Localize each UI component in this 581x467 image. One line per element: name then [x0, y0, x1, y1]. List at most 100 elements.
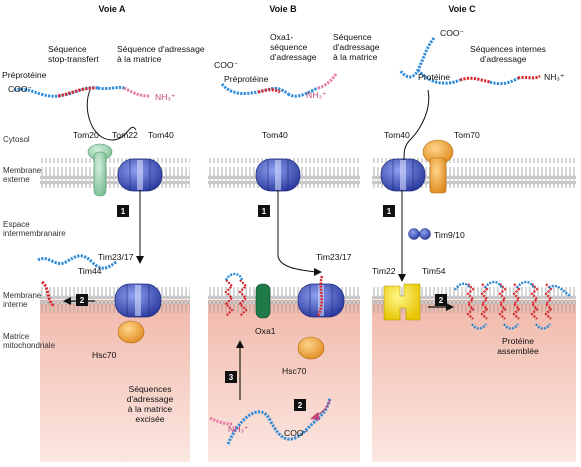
inner-membrane-label-1: Membrane	[3, 291, 42, 300]
intermembrane-label-2: intermembranaire	[3, 229, 66, 238]
step-badge-b-2	[294, 399, 306, 411]
excised-signal-b	[209, 416, 233, 426]
label-tim23-a: Tim23/17	[98, 252, 134, 262]
arrow-b-1	[277, 190, 317, 273]
matrix-label-2: mitochondriale	[3, 341, 56, 350]
translocation-line-c	[403, 89, 430, 161]
pathway-a: Préprotéine COO⁻ Séquence stop-transfert…	[2, 44, 205, 424]
label-matrix-targeting-b-3: à la matrice	[333, 52, 378, 62]
arrowhead-c-1	[398, 274, 406, 282]
chain-c-mid	[416, 68, 461, 85]
label-protein-c: Protéine	[418, 72, 450, 82]
matrix-zone-c	[372, 300, 576, 462]
matrix-zone-a	[40, 300, 190, 462]
label-coo-b-bottom: COO⁻	[284, 428, 308, 438]
internal-signal-c-2	[517, 74, 541, 80]
label-oxa1-seq-1: Oxa1-	[270, 32, 294, 42]
label-nh3-a: NH₃⁺	[155, 92, 175, 102]
step-badge-b-3	[225, 371, 237, 383]
label-coo-a: COO⁻	[8, 84, 32, 94]
label-preprotein-a: Préprotéine	[2, 70, 47, 80]
tim23-channel-b	[297, 283, 345, 318]
oxa1-signal-segment	[257, 88, 281, 94]
chain-mid-a	[97, 85, 125, 91]
tom20-receptor	[87, 143, 113, 197]
label-preprotein-b: Préprotéine	[224, 74, 269, 84]
matrix-signal-b	[317, 73, 338, 90]
label-tim22: Tim22	[372, 266, 396, 276]
label-nh3-c: NH₃⁺	[544, 72, 564, 82]
arrowhead-a-1	[136, 256, 144, 264]
label-assembled-1: Protéine	[502, 336, 534, 346]
oxa1-insertase	[255, 283, 271, 319]
label-tom20: Tom20	[73, 130, 99, 140]
compartment-labels: Cytosol Membrane externe Espace intermem…	[3, 135, 66, 350]
step-number-c-2: 2	[439, 296, 444, 305]
label-internal-seq-1: Séquences internes	[470, 44, 546, 54]
label-oxa1: Oxa1	[255, 326, 276, 336]
tom40-channel-a	[117, 158, 163, 192]
label-tim54: Tim54	[422, 266, 446, 276]
tim10-subunit	[419, 228, 431, 240]
helix-loop-b	[224, 272, 244, 281]
step-badge-a-1	[117, 205, 129, 217]
label-matrix-targeting-a-2: à la matrice	[117, 54, 162, 64]
ims-chain-a	[37, 254, 117, 270]
heading-voie-b: Voie B	[269, 4, 297, 14]
label-stop-transfer-1: Séquence	[48, 44, 87, 54]
label-excised-3: à la matrice	[128, 404, 173, 414]
chain-c-end	[489, 76, 519, 86]
matrix-label-1: Matrice	[3, 332, 30, 341]
tom40-channel-c	[380, 158, 426, 192]
arrowhead-b-3	[236, 340, 244, 348]
step-badge-a-2	[76, 294, 88, 306]
inner-membrane-label-2: interne	[3, 300, 28, 309]
cytosol-label: Cytosol	[3, 135, 30, 144]
heading-voie-c: Voie C	[448, 4, 476, 14]
matrix-signal-a	[123, 86, 151, 98]
label-tim23-b: Tim23/17	[316, 252, 352, 262]
arrowhead-b-1	[314, 268, 322, 276]
step-number-a-1: 1	[121, 207, 126, 216]
label-coo-c: COO⁻	[440, 28, 464, 38]
label-tom40-a: Tom40	[148, 130, 174, 140]
internal-signal-c-1	[459, 76, 491, 84]
arrowhead-b-2	[310, 412, 320, 420]
label-oxa1-seq-3: d'adressage	[270, 52, 317, 62]
label-tim9-10: Tim9/10	[434, 230, 465, 240]
label-nh3-b-bottom: NH₃⁺	[228, 424, 248, 434]
arrowhead-a-2	[63, 297, 71, 305]
step-number-c-1: 1	[387, 207, 392, 216]
matrix-chain-b	[226, 397, 332, 445]
step-number-b-3: 3	[229, 373, 234, 382]
tim22-complex	[383, 283, 421, 321]
label-excised-2: d'adressage	[127, 394, 174, 404]
helix-b-1	[224, 279, 234, 317]
label-excised-1: Séquences	[128, 384, 171, 394]
label-hsc70-b: Hsc70	[282, 366, 307, 376]
step-badge-c-1	[383, 205, 395, 217]
tom40-channel-b	[255, 158, 301, 192]
pathway-c: COO⁻ Séquences internes d'adressage Prot…	[372, 28, 571, 356]
label-stop-transfer-2: stop-transfert	[48, 54, 99, 64]
label-tom40-b: Tom40	[262, 130, 288, 140]
label-internal-seq-2: d'adressage	[480, 54, 527, 64]
assembled-protein	[453, 280, 571, 330]
label-hsc70-a: Hsc70	[92, 350, 117, 360]
label-matrix-targeting-b-1: Séquence	[333, 32, 372, 42]
label-assembled-2: assemblée	[497, 346, 539, 356]
heading-voie-a: Voie A	[98, 4, 126, 14]
step-badge-c-2	[435, 294, 447, 306]
tom70-receptor	[422, 139, 454, 194]
step-number-a-2: 2	[80, 296, 85, 305]
step-number-b-1: 1	[262, 207, 267, 216]
label-matrix-targeting-b-2: d'adressage	[333, 42, 380, 52]
tim9-subunit	[408, 228, 420, 240]
label-tim44: Tim44	[78, 266, 102, 276]
step-badge-b-1	[258, 205, 270, 217]
label-tom22: Tom22	[112, 130, 138, 140]
label-excised-4: excisée	[135, 414, 164, 424]
step-number-b-2: 2	[298, 401, 303, 410]
